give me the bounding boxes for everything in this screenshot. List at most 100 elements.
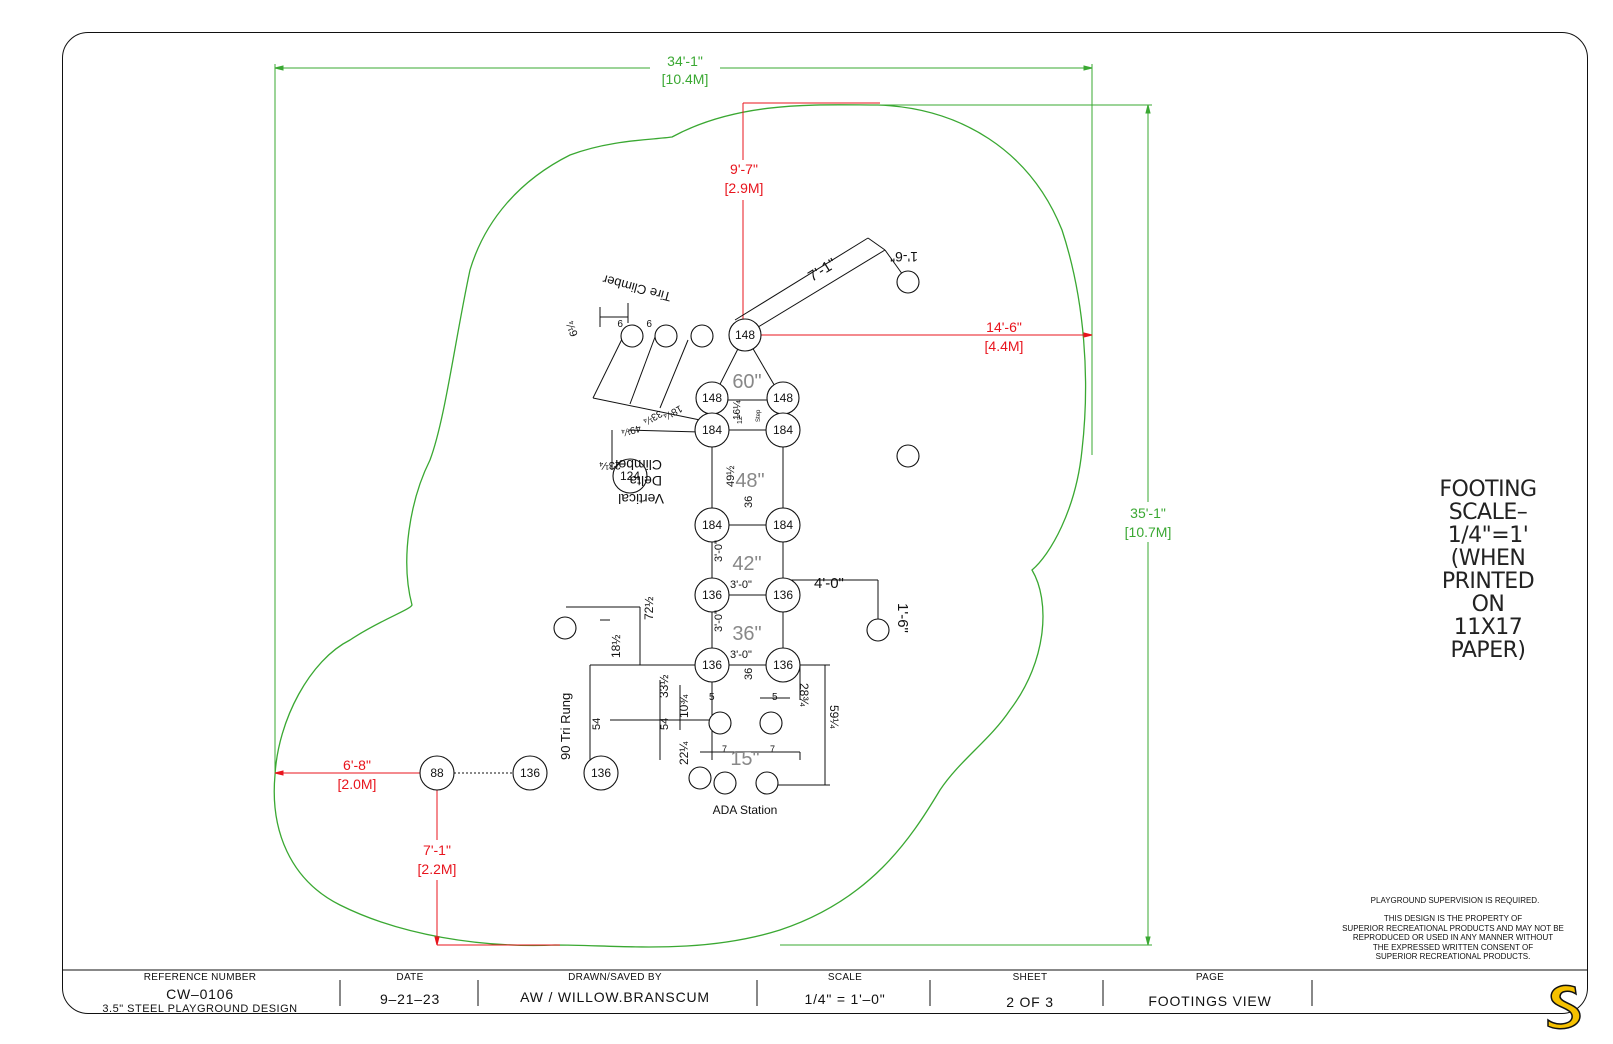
post-124 (612, 458, 648, 494)
dim-left-offset-m: [2.0M] (338, 776, 377, 792)
ada-post-1 (708, 711, 732, 735)
meas-3-0-c: 3'-0" (713, 540, 725, 562)
meas-5-b: 5 (772, 692, 778, 703)
label-tri-rung: 90 Tri Rung (558, 693, 573, 760)
meas-5-a: 5 (709, 692, 715, 703)
dim-width-total-m: [10.4M] (662, 71, 709, 87)
meas-1-6-top: 1'-6" (890, 249, 918, 265)
drawn-by-value: AW / WILLOW.BRANSCUM (520, 989, 710, 1005)
meas-9-a: 9 (646, 317, 652, 328)
meas-36-a: 36 (743, 496, 755, 508)
footing-circles (419, 270, 920, 795)
meas-6: 6¼ (564, 319, 581, 338)
property-note-line: SUPERIOR RECREATIONAL PRODUCTS AND MAY N… (1342, 923, 1564, 933)
post-label-88: 88 (430, 766, 444, 780)
meas-23: 23¼ (599, 459, 621, 471)
post-label-136: 136 (702, 588, 722, 602)
scale-value: 1/4" = 1'–0" (804, 991, 886, 1007)
meas-49-b: 49¼ (620, 422, 643, 439)
meas-10: 10¾ (677, 694, 691, 718)
footing-note-line: (WHEN (1450, 546, 1526, 571)
post-label-148: 148 (735, 328, 755, 342)
reference-number-label: REFERENCE NUMBER (143, 972, 257, 983)
post-label-184: 184 (773, 518, 793, 532)
property-note-line: SUPERIOR RECREATIONAL PRODUCTS. (1375, 952, 1531, 961)
drawn-by-label: DRAWN/SAVED BY (568, 972, 662, 983)
page-value: FOOTINGS VIEW (1148, 993, 1272, 1009)
meas-16: 16¼ (731, 400, 743, 420)
post-136-f (583, 755, 619, 791)
date-label: DATE (396, 972, 424, 983)
post-label-148: 148 (773, 391, 793, 405)
footing-note-line: ON (1471, 592, 1505, 617)
post-184-a (694, 412, 730, 448)
deck-height-60: 60" (732, 371, 761, 393)
post-136-b (765, 577, 801, 613)
property-note-line: THIS DESIGN IS THE PROPERTY OF (1383, 914, 1523, 923)
design-name: 3.5" STEEL PLAYGROUND DESIGN (102, 1003, 298, 1015)
meas-18-b: 18¼ (661, 402, 684, 422)
meas-18: 18½ (609, 635, 623, 658)
post-136-c (694, 647, 730, 683)
post-labels: 148 148 148 184 184 184 184 136 136 136 … (430, 328, 793, 780)
tire-post-1 (620, 324, 644, 348)
company-logo (1547, 984, 1581, 1030)
post-label-148: 148 (702, 391, 722, 405)
post-label-136: 136 (773, 658, 793, 672)
sheet-border (62, 32, 1588, 1014)
meas-7-a: 7 (722, 744, 727, 754)
ada-post-3 (688, 766, 712, 790)
dim-right-offset: 14'-6" (986, 319, 1022, 335)
dim-bottom-offset-m: [2.2M] (418, 861, 457, 877)
post-left-mid (553, 616, 577, 640)
meas-12: 12" (737, 413, 744, 424)
meas-3-0-d: 3'-0" (713, 610, 725, 632)
deck-height-36: 36" (732, 623, 761, 645)
post-top-right (896, 270, 920, 294)
label-ada-station: ADA Station (713, 803, 778, 817)
meas-36-b: 36 (743, 668, 755, 680)
footing-note-line: PAPER) (1450, 638, 1526, 663)
component-labels: Tire Climber Vertical Delta Climber 90 T… (558, 272, 777, 817)
meas-22: 22¼ (677, 741, 691, 765)
post-label-136: 136 (773, 588, 793, 602)
post-184-c (694, 507, 730, 543)
deck-heights: 60" 48" 42" 36" 15" (730, 371, 764, 770)
deck-height-48: 48" (735, 470, 764, 492)
dim-right-offset-m: [4.4M] (985, 338, 1024, 354)
supervision-note: PLAYGROUND SUPERVISION IS REQUIRED. (1370, 896, 1540, 905)
reference-number: CW–0106 (166, 986, 234, 1002)
meas-33: 33½ (657, 675, 671, 698)
property-note-line: THE EXPRESSED WRITTEN CONSENT OF (1372, 942, 1534, 952)
footing-note-line: 1/4"=1' (1447, 523, 1529, 548)
meas-3-0-a: 3'-0" (730, 579, 752, 591)
footing-note-line: PRINTED (1441, 569, 1535, 594)
property-note: THIS DESIGN IS THE PROPERTY OF SUPERIOR … (1322, 914, 1584, 962)
dim-top-offset: 9'-7" (730, 161, 758, 177)
post-label-136: 136 (591, 766, 611, 780)
title-block-lines (62, 969, 1588, 1006)
sheet-label: SHEET (1012, 972, 1048, 983)
meas-28: 28¾ (797, 683, 811, 707)
post-label-184: 184 (702, 518, 722, 532)
meas-3-0-b: 3'-0" (730, 649, 752, 661)
post-184-d (765, 507, 801, 543)
meas-72: 72½ (642, 597, 656, 620)
footing-note-line: FOOTING (1439, 477, 1537, 502)
meas-1-6-right: 1'-6" (894, 603, 911, 633)
footing-note-line: SCALE– (1448, 500, 1528, 525)
ada-post-5 (755, 771, 779, 795)
dim-bottom-offset: 7'-1" (423, 842, 451, 858)
label-climber: Climber (613, 457, 662, 473)
tire-post-2 (654, 324, 678, 348)
sheet-value: 2 OF 3 (1006, 994, 1054, 1010)
deck-height-15: 15" (730, 748, 759, 770)
post-136-e (512, 755, 548, 791)
meas-49: 49½ (725, 466, 737, 487)
dim-width-total: 34'-1" (667, 53, 703, 69)
meas-54-b: 54 (659, 718, 671, 730)
dim-top-offset-m: [2.9M] (725, 180, 764, 196)
post-right-mid (866, 618, 890, 642)
